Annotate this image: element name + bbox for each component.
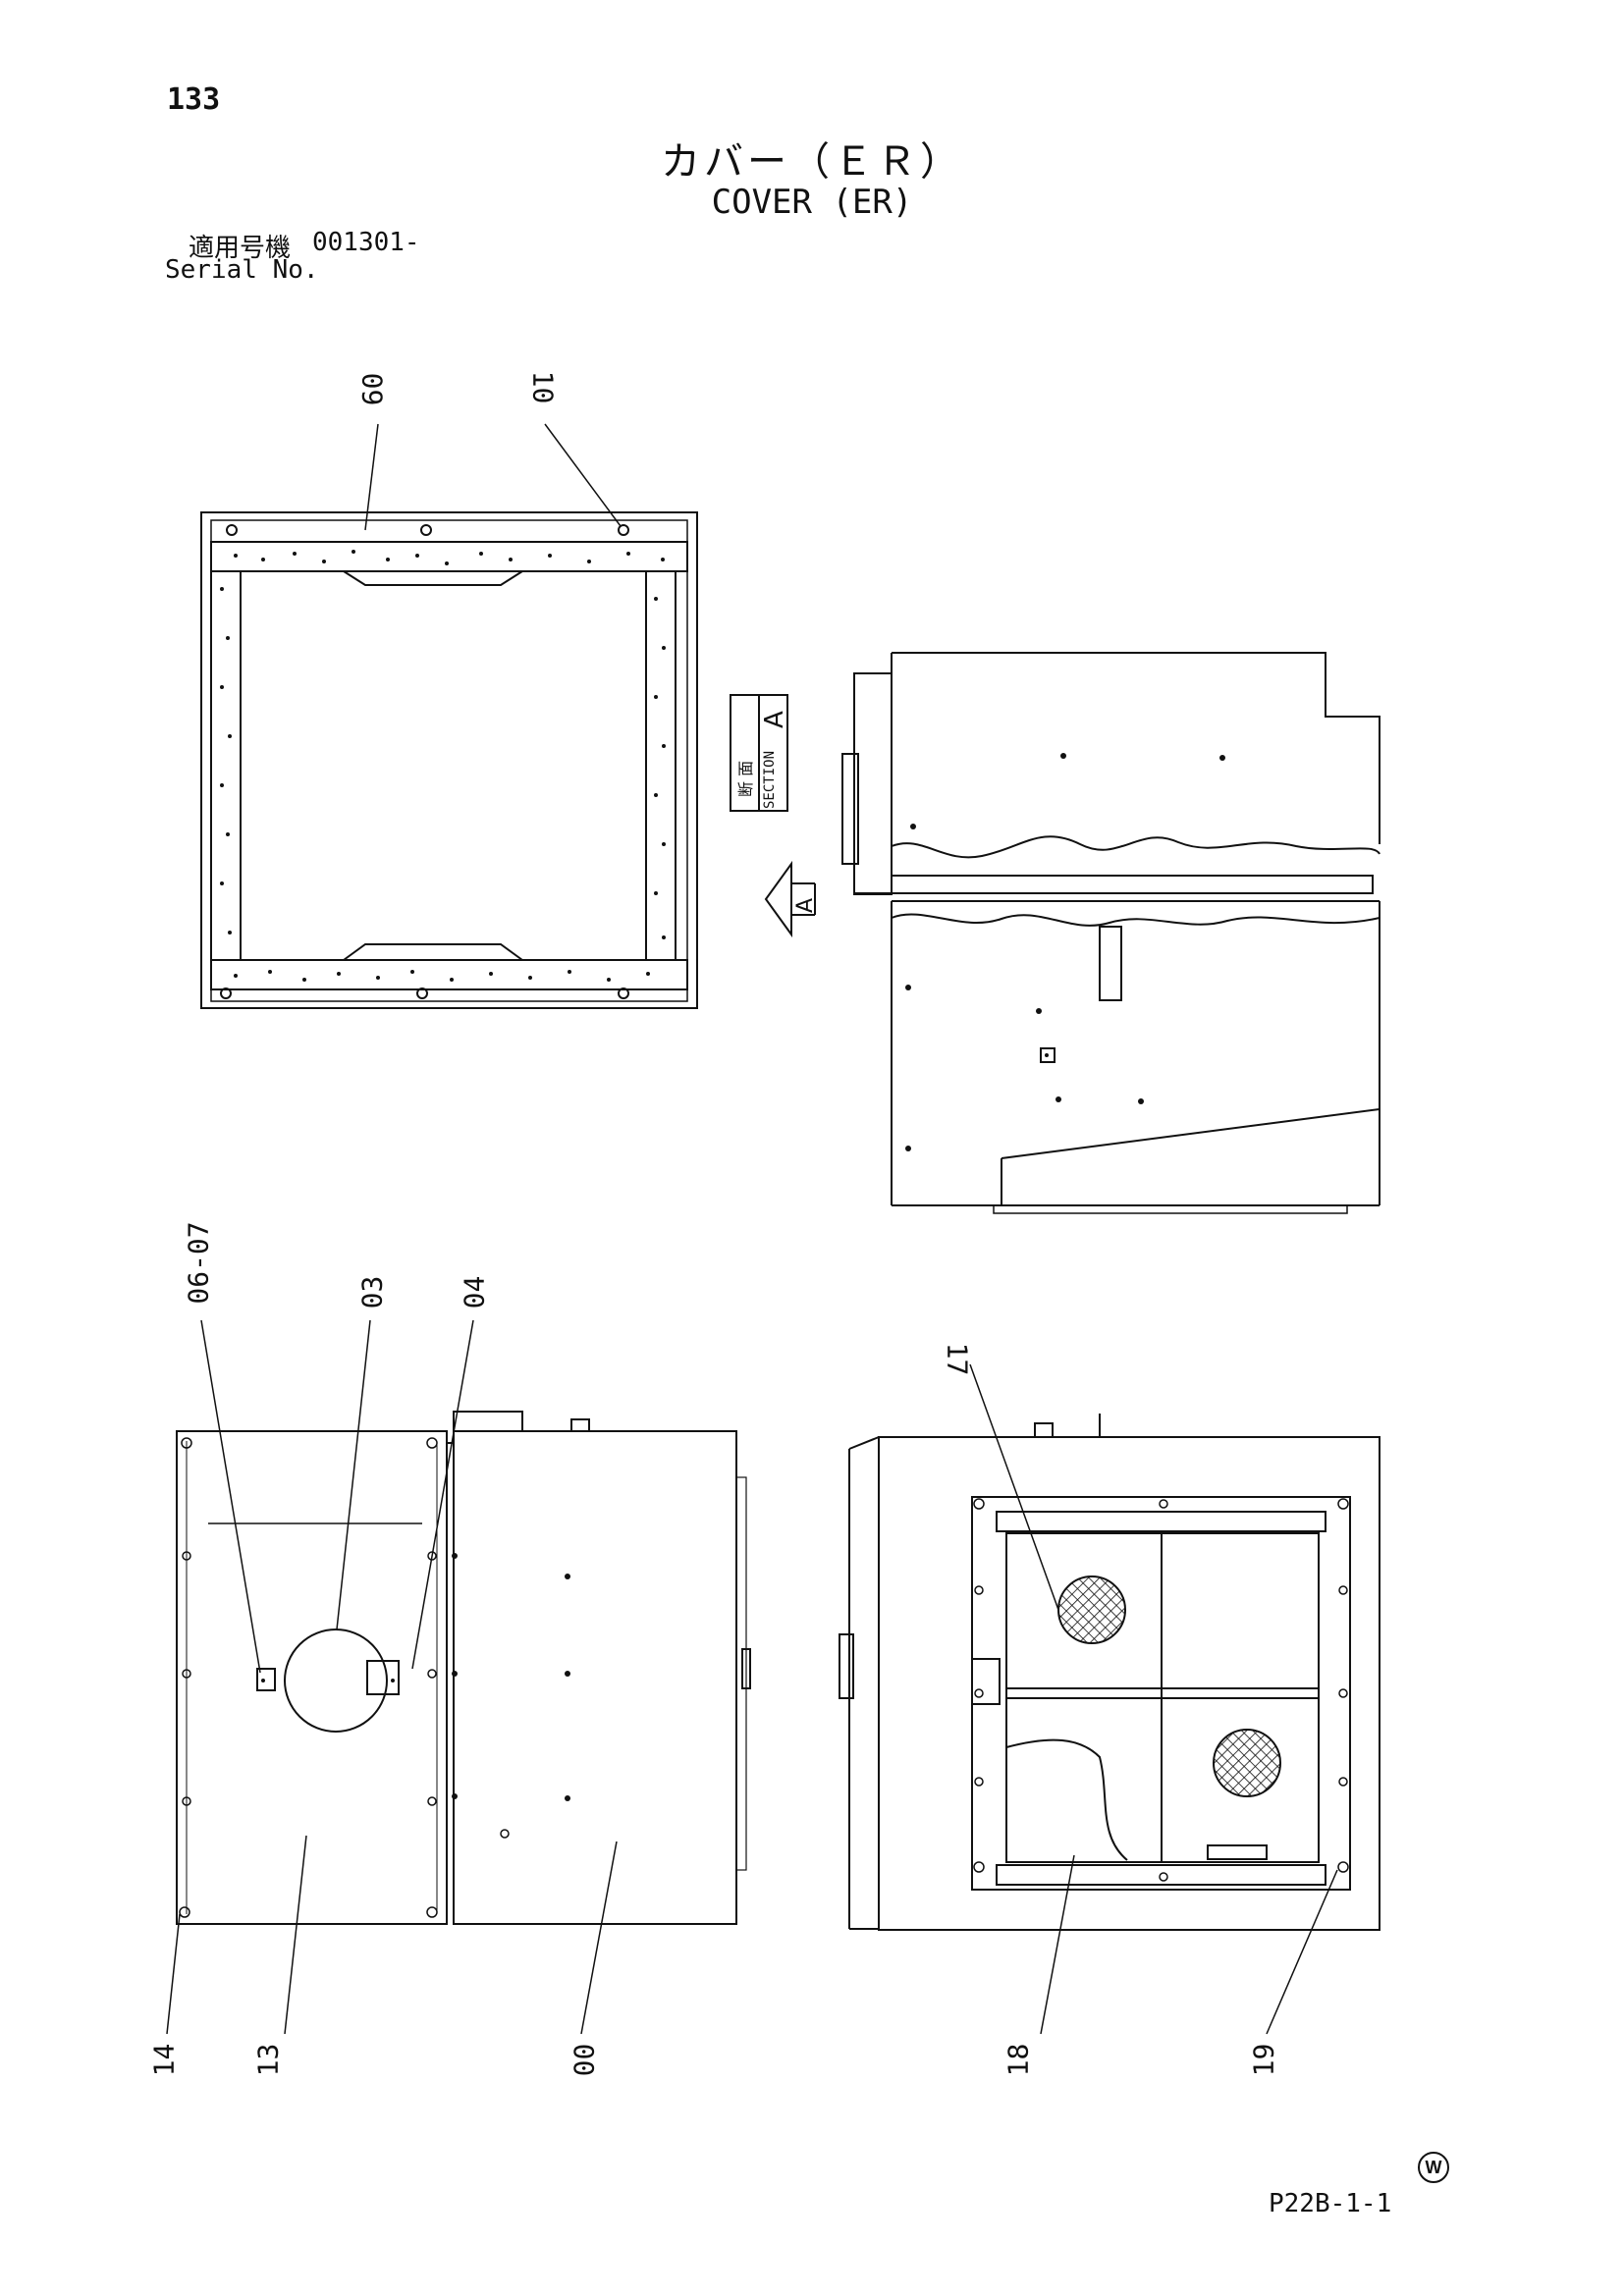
title-english: COVER (ER) (711, 183, 913, 222)
callout-17: 17 (941, 1342, 974, 1376)
view-arrow-a (764, 860, 816, 938)
section-label-jp-2: 面 (736, 760, 755, 776)
serial-number: 001301- (312, 228, 420, 257)
section-letter: A (760, 711, 789, 728)
section-label-jp-1: 断 (736, 780, 755, 797)
cover-front-view (176, 1411, 751, 1925)
bolt-icon (618, 524, 629, 536)
callout-06-07: 06-07 (182, 1221, 215, 1305)
bolt-icon (220, 988, 232, 999)
serial-label-english: Serial No. (165, 255, 319, 285)
callout-04: 04 (458, 1275, 491, 1309)
serial-label-japanese: 適用号機 (189, 234, 292, 263)
section-label-japanese: 断 面 (732, 761, 756, 797)
mesh-patch-lower (1213, 1729, 1281, 1797)
maker-mark-icon: W (1418, 2152, 1449, 2183)
bolt-icon (226, 524, 238, 536)
callout-00: 00 (568, 2043, 601, 2077)
callout-14: 14 (147, 2043, 181, 2077)
callout-13: 13 (251, 2043, 285, 2077)
cover-rear-view (839, 1414, 1380, 1931)
section-view (841, 652, 1380, 1214)
callout-09: 09 (355, 372, 389, 406)
section-label-english: SECTION (762, 750, 778, 809)
section-label-box (730, 694, 788, 812)
callout-19: 19 (1247, 2043, 1280, 2077)
callout-10: 10 (526, 370, 560, 404)
page-number: 133 (167, 82, 221, 117)
round-opening (284, 1629, 388, 1733)
callout-18: 18 (1001, 2043, 1035, 2077)
drawing-code: P22B-1-1 (1269, 2189, 1392, 2218)
bolt-icon (618, 988, 629, 999)
bolt-icon (416, 988, 428, 999)
frame-front-view (200, 511, 698, 1009)
callout-03: 03 (355, 1275, 389, 1309)
mesh-patch-upper (1057, 1575, 1126, 1644)
bolt-icon (420, 524, 432, 536)
view-arrow-letter: A (793, 897, 818, 913)
title-japanese: カバー（ＥＲ） (661, 139, 963, 185)
